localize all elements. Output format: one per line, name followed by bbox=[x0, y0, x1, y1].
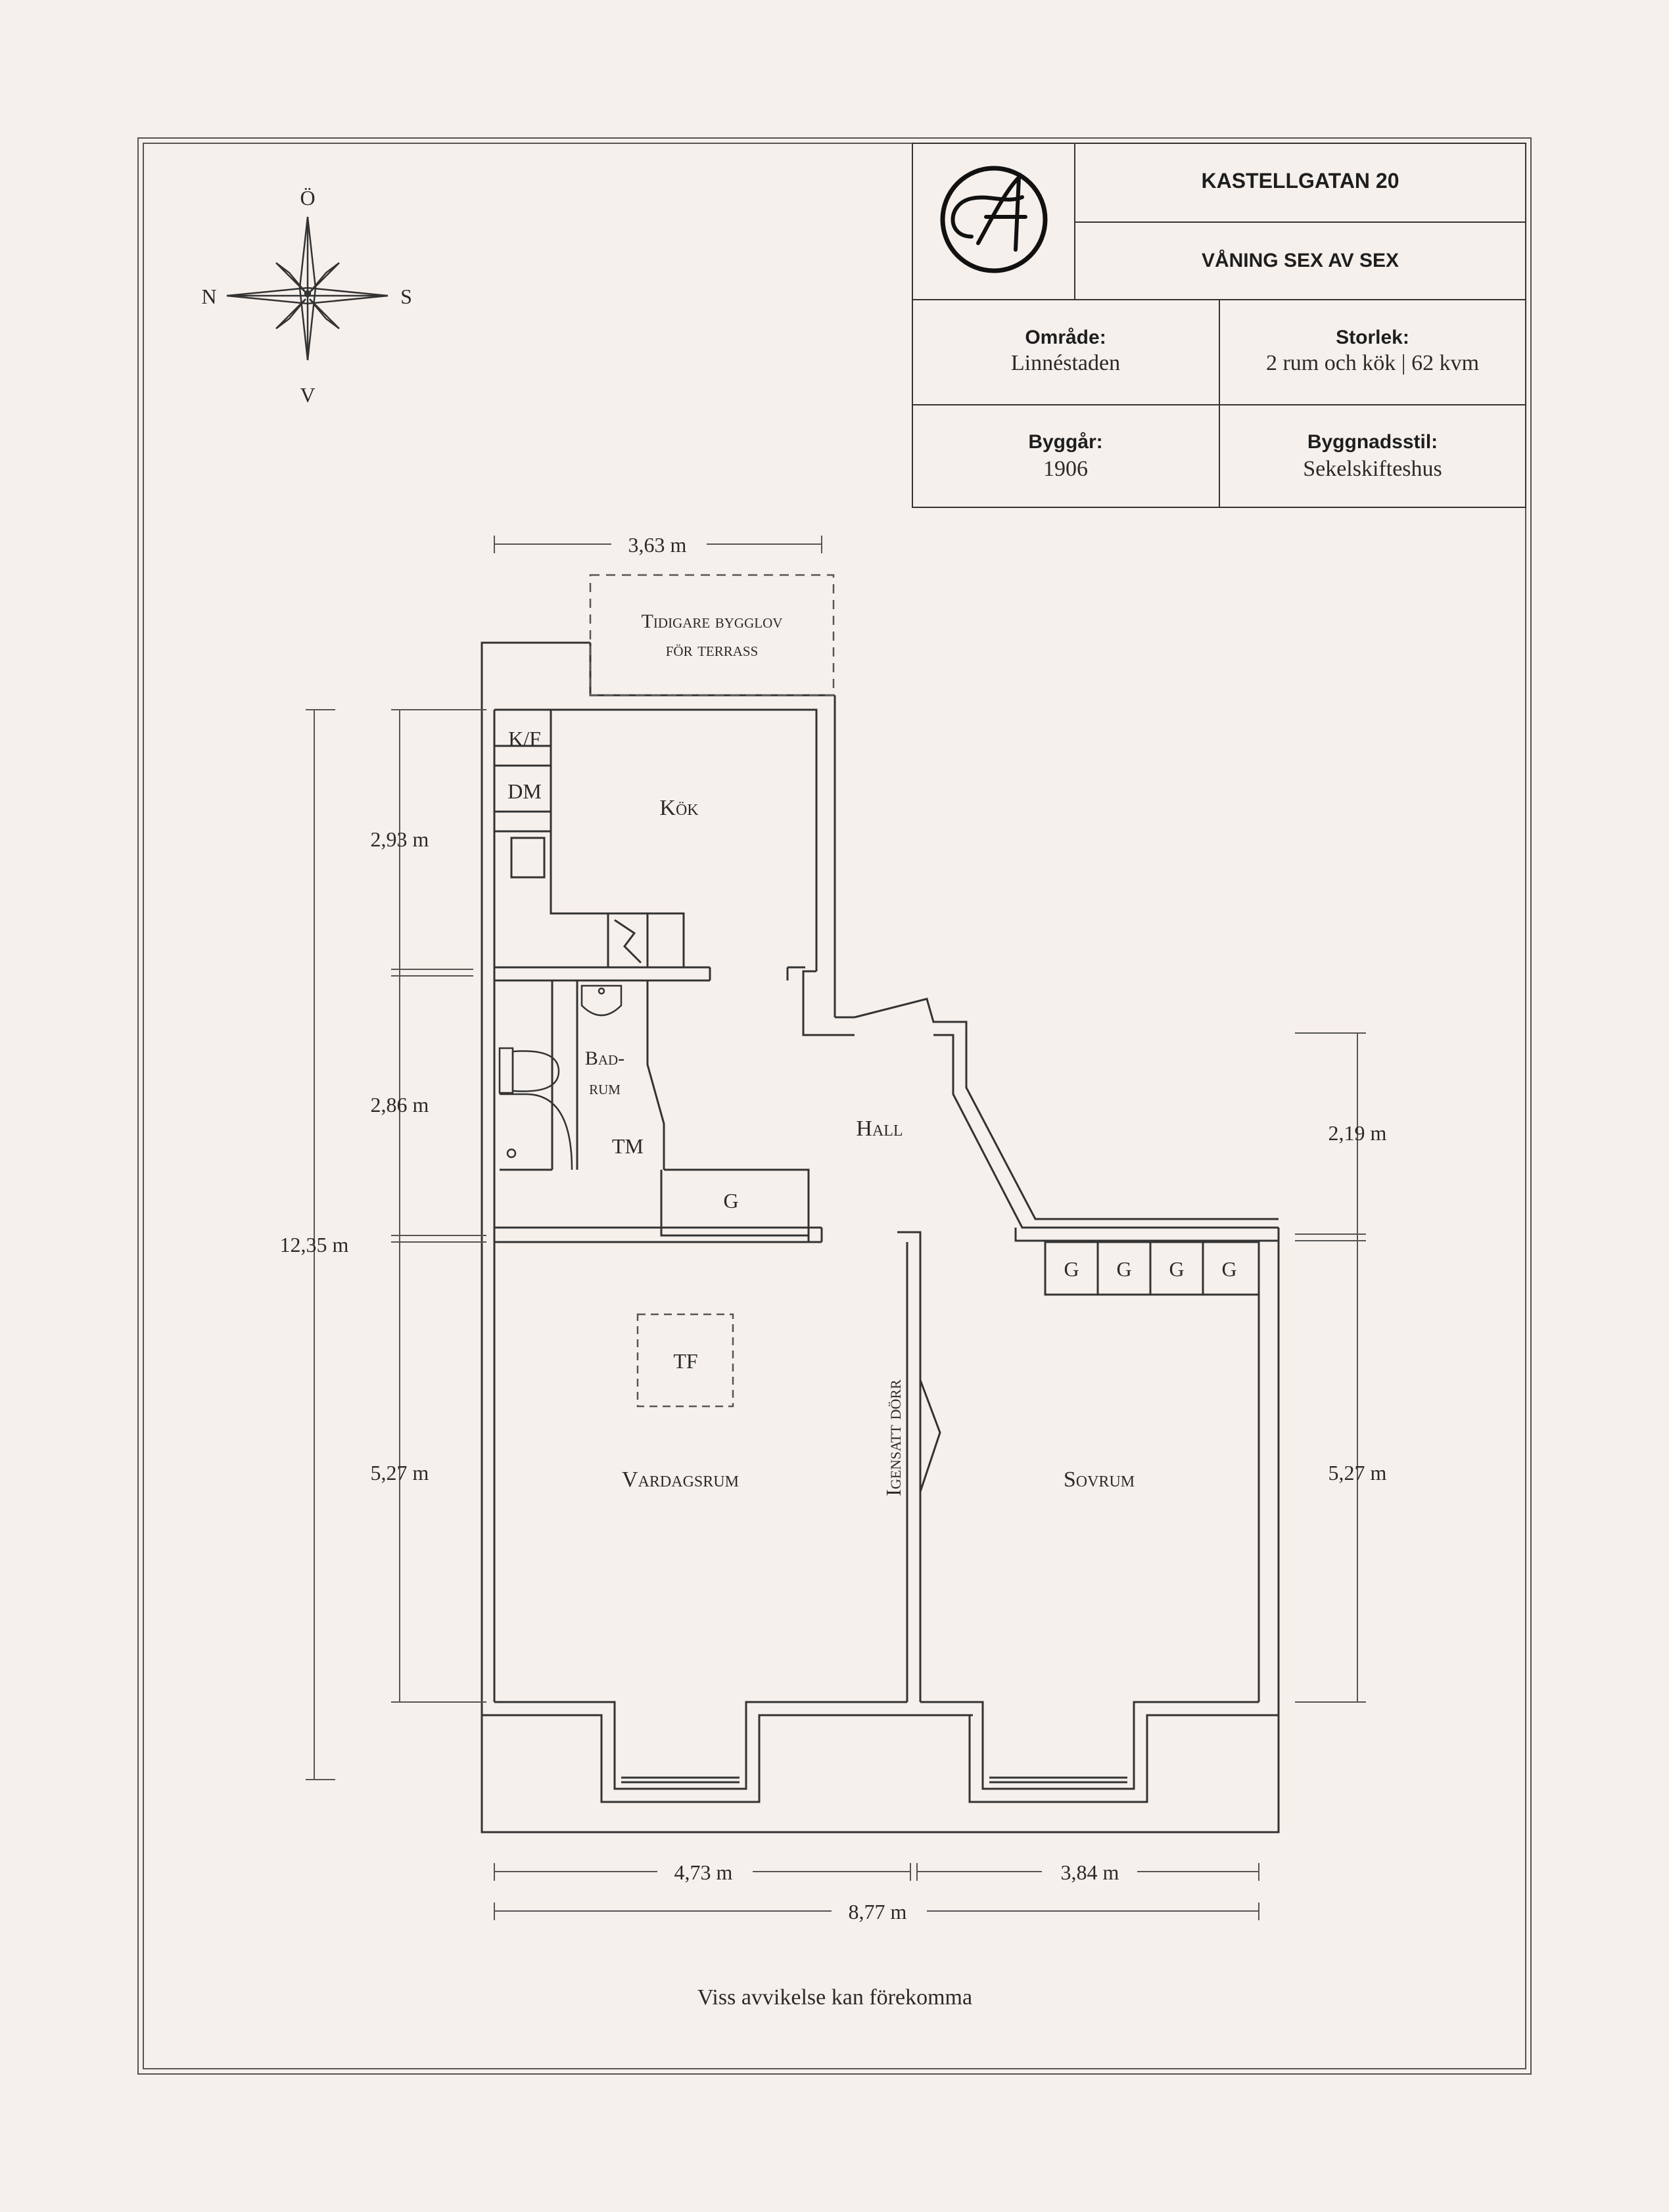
size-label: Storlek: bbox=[1336, 327, 1409, 348]
wardrobe-label: G bbox=[1064, 1257, 1079, 1281]
terrace-label-2: för terrass bbox=[666, 639, 759, 660]
living-room-label: Vardagsrum bbox=[622, 1467, 739, 1492]
area-label: Område: bbox=[1025, 327, 1106, 348]
footer-note: Viss avvikelse kan förekomma bbox=[697, 1985, 972, 2010]
year-value: 1906 bbox=[1043, 457, 1088, 481]
dim-bg bbox=[832, 1899, 927, 1925]
floor-text: VÅNING SEX AV SEX bbox=[1202, 250, 1399, 271]
dim-bath-height: 2,86 m bbox=[371, 1093, 429, 1117]
info-table bbox=[912, 143, 1526, 508]
size-value: 2 rum och kök | 62 kvm bbox=[1266, 351, 1479, 375]
dim-bg bbox=[657, 1860, 753, 1886]
tm-label: TM bbox=[612, 1134, 644, 1158]
inner-frame bbox=[143, 143, 1526, 2069]
hall-wardrobe-label: G bbox=[723, 1189, 738, 1212]
style-label: Byggnadsstil: bbox=[1307, 431, 1438, 453]
logo-monogram bbox=[940, 166, 1048, 273]
bath-label-1: Bad- bbox=[585, 1048, 624, 1069]
year-label: Byggår: bbox=[1028, 431, 1102, 453]
bath-label-2: rum bbox=[589, 1077, 621, 1099]
dim-living-height: 5,27 m bbox=[371, 1461, 429, 1485]
hall-label: Hall bbox=[856, 1117, 903, 1141]
wardrobe-label: G bbox=[1169, 1257, 1184, 1281]
dim-top: 3,63 m bbox=[628, 533, 687, 557]
dim-bottom-total: 8,77 m bbox=[849, 1900, 907, 1924]
compass-west-label: N bbox=[201, 285, 216, 308]
style-value: Sekelskifteshus bbox=[1303, 457, 1442, 481]
kf-label: K/F bbox=[508, 727, 541, 750]
terrace-area bbox=[589, 574, 835, 697]
dim-right-lower: 5,27 m bbox=[1328, 1461, 1387, 1485]
wardrobe-label: G bbox=[1221, 1257, 1236, 1281]
dim-kitchen-height: 2,93 m bbox=[371, 827, 429, 851]
walls bbox=[481, 641, 1280, 1833]
dim-bottom-right: 3,84 m bbox=[1061, 1860, 1119, 1884]
terrace-label-1: Tidigare bygglov bbox=[642, 611, 783, 632]
dim-bg bbox=[611, 531, 707, 557]
dm-label: DM bbox=[507, 779, 542, 803]
bedroom-label: Sovrum bbox=[1064, 1467, 1135, 1492]
area-value: Linnéstaden bbox=[1011, 351, 1120, 375]
compass-rose-icon bbox=[226, 216, 388, 361]
address-text: KASTELLGATAN 20 bbox=[1201, 169, 1399, 193]
kitchen-label: Kök bbox=[659, 796, 699, 820]
closed-door-label: Igensatt dörr bbox=[882, 1379, 905, 1496]
dim-bg bbox=[1042, 1860, 1137, 1886]
compass-east-label: S bbox=[400, 285, 412, 308]
tf-label: TF bbox=[673, 1349, 697, 1373]
compass-north-label: Ö bbox=[300, 186, 315, 210]
outer-frame bbox=[137, 137, 1532, 2075]
tf-marker bbox=[636, 1313, 734, 1408]
dim-bottom-left: 4,73 m bbox=[674, 1860, 733, 1884]
compass-south-label: V bbox=[300, 383, 315, 407]
wardrobe-label: G bbox=[1116, 1257, 1131, 1281]
dim-total-height: 12,35 m bbox=[280, 1233, 349, 1256]
dim-right-upper: 2,19 m bbox=[1328, 1121, 1387, 1145]
bathroom-fixtures bbox=[498, 984, 623, 1170]
